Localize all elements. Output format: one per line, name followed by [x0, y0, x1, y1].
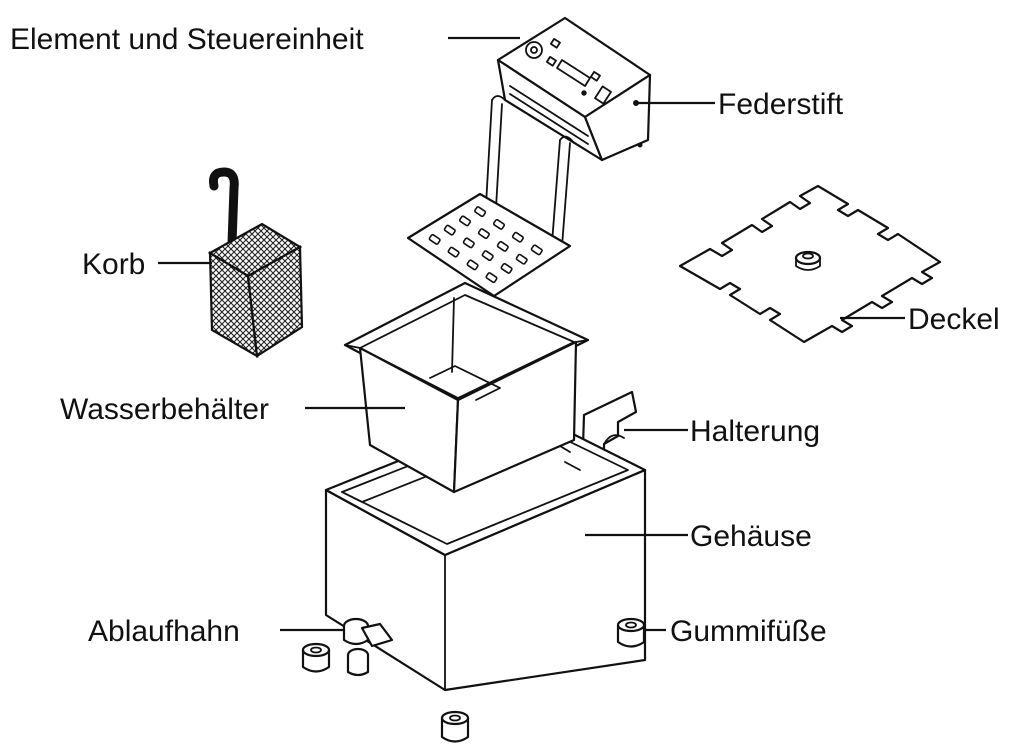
lid	[678, 184, 942, 344]
rubber-foot	[616, 617, 646, 648]
plate-hole	[443, 224, 456, 236]
plate-hole	[474, 206, 487, 218]
label-element-und-steuereinheit: Element und Steuereinheit	[10, 23, 364, 56]
plate-hole	[458, 215, 472, 227]
plate-hole	[485, 272, 498, 284]
label-federstift: Federstift	[718, 88, 844, 121]
label-gehaeuse: Gehäuse	[690, 520, 812, 553]
rubber-foot	[301, 642, 331, 673]
rubber-foot	[440, 710, 470, 743]
plate-hole	[500, 262, 513, 274]
label-korb: Korb	[82, 248, 145, 281]
label-gummifuesse: Gummifüße	[670, 615, 827, 648]
label-halterung: Halterung	[690, 415, 820, 448]
leader-lines	[158, 36, 905, 632]
basket	[207, 167, 304, 359]
label-deckel: Deckel	[908, 303, 1000, 336]
label-wasserbehaelter: Wasserbehälter	[60, 393, 269, 426]
rubber-feet	[301, 617, 646, 743]
plate-hole	[466, 259, 479, 271]
heating-element	[406, 95, 575, 405]
plate-hole	[511, 231, 524, 243]
water-tank	[343, 281, 590, 494]
plate-hole	[492, 218, 506, 230]
plate-hole	[515, 253, 528, 265]
plate-hole	[481, 250, 494, 262]
plate-hole	[530, 244, 543, 256]
drain-tap	[342, 617, 394, 677]
control-unit	[496, 16, 652, 162]
plate-hole	[447, 246, 460, 258]
plate-hole	[477, 228, 490, 240]
plate-hole	[462, 237, 475, 249]
plate-hole	[428, 233, 441, 245]
plate-hole	[496, 240, 509, 252]
labels: Element und Steuereinheit Federstift Kor…	[10, 23, 1000, 648]
label-ablaufhahn: Ablaufhahn	[88, 615, 240, 648]
